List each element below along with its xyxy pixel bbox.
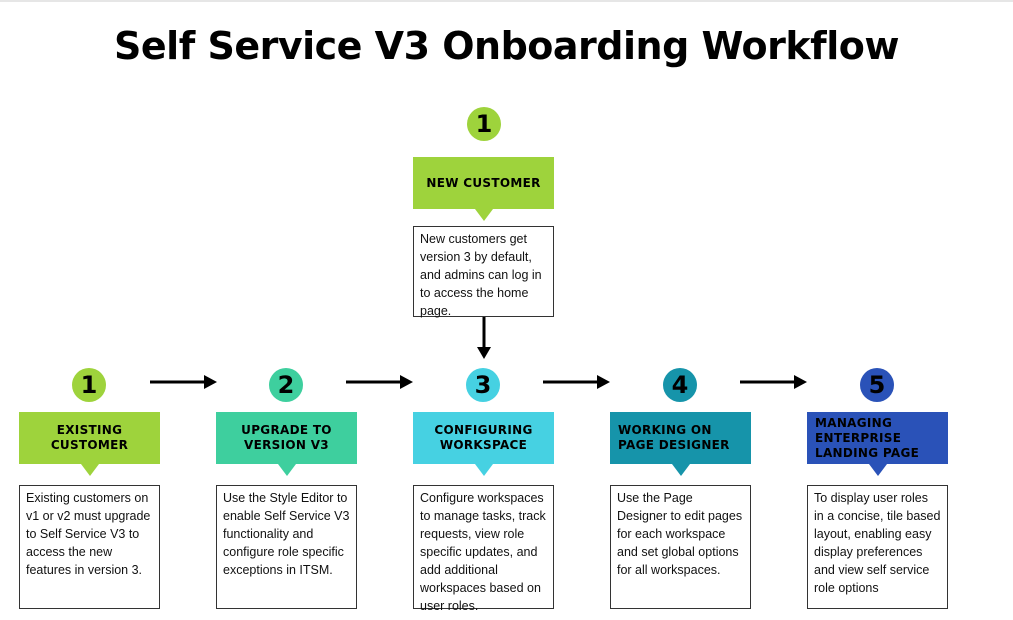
top-divider: [0, 0, 1013, 2]
step-3-description: Configure workspaces to manage tasks, tr…: [413, 485, 554, 613]
step-2-description: Use the Style Editor to enable Self Serv…: [216, 485, 357, 609]
step-3-banner: CONFIGURING WORKSPACE: [413, 412, 554, 476]
new-customer-banner: NEW CUSTOMER: [413, 157, 554, 221]
step-2-number-badge: 2: [269, 368, 303, 402]
step-5-label: MANAGING ENTERPRISE LANDING PAGE: [815, 415, 920, 460]
step-4-description: Use the Page Designer to edit pages for …: [610, 485, 751, 609]
step-5-description: To display user roles in a concise, tile…: [807, 485, 948, 609]
step-2-label: UPGRADE TO VERSION V3: [241, 423, 332, 452]
new-customer-label: NEW CUSTOMER: [426, 175, 541, 190]
page-title: Self Service V3 Onboarding Workflow: [114, 24, 899, 68]
step-2-banner: UPGRADE TO VERSION V3: [216, 412, 357, 476]
step-3-label: CONFIGURING WORKSPACE: [434, 423, 533, 452]
step-1-description: Existing customers on v1 or v2 must upgr…: [19, 485, 160, 609]
step-4-banner: WORKING ON PAGE DESIGNER: [610, 412, 751, 476]
step-3-number-badge: 3: [466, 368, 500, 402]
step-4-label: WORKING ON PAGE DESIGNER: [618, 423, 730, 452]
step-5-banner: MANAGING ENTERPRISE LANDING PAGE: [807, 412, 948, 476]
new-customer-number-badge: 1: [467, 107, 501, 141]
step-5-number-badge: 5: [860, 368, 894, 402]
step-1-banner: EXISTING CUSTOMER: [19, 412, 160, 476]
step-1-number-badge: 1: [72, 368, 106, 402]
step-1-label: EXISTING CUSTOMER: [50, 423, 129, 452]
new-customer-description: New customers get version 3 by default, …: [413, 226, 554, 318]
step-4-number-badge: 4: [663, 368, 697, 402]
